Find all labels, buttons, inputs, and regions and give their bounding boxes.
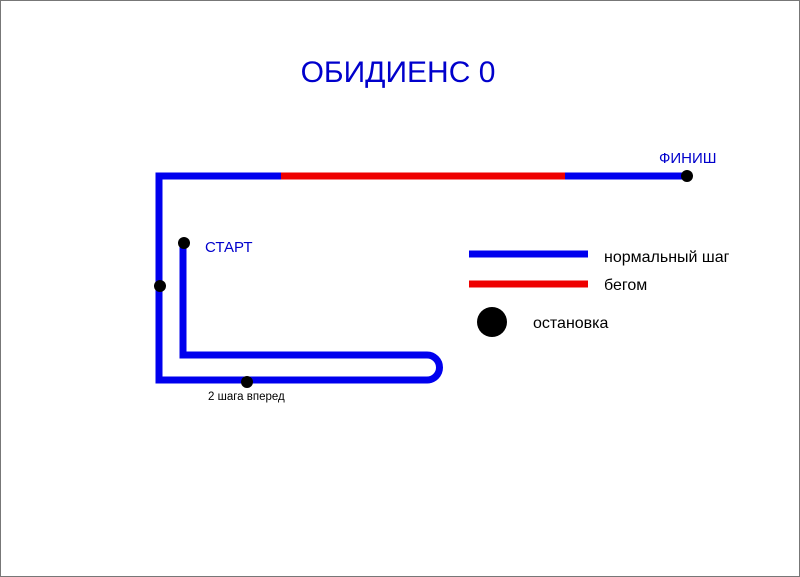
stop-point-bottom (241, 376, 253, 388)
start-label: СТАРТ (205, 239, 253, 256)
legend-stop-label: остановка (533, 315, 609, 332)
route-normal-segment-1 (155, 172, 443, 384)
finish-label: ФИНИШ (659, 150, 717, 167)
legend-normal-label: нормальный шаг (604, 249, 730, 266)
diagram-title: ОБИДИЕНС 0 (301, 56, 496, 89)
finish-point (681, 170, 693, 182)
legend-running-label: бегом (604, 277, 647, 294)
start-point (178, 237, 190, 249)
legend-stop-swatch (477, 307, 507, 337)
legend: нормальный шаг бегом остановка (469, 249, 730, 337)
stop-point-left (154, 280, 166, 292)
steps-forward-label: 2 шага вперед (208, 391, 285, 403)
